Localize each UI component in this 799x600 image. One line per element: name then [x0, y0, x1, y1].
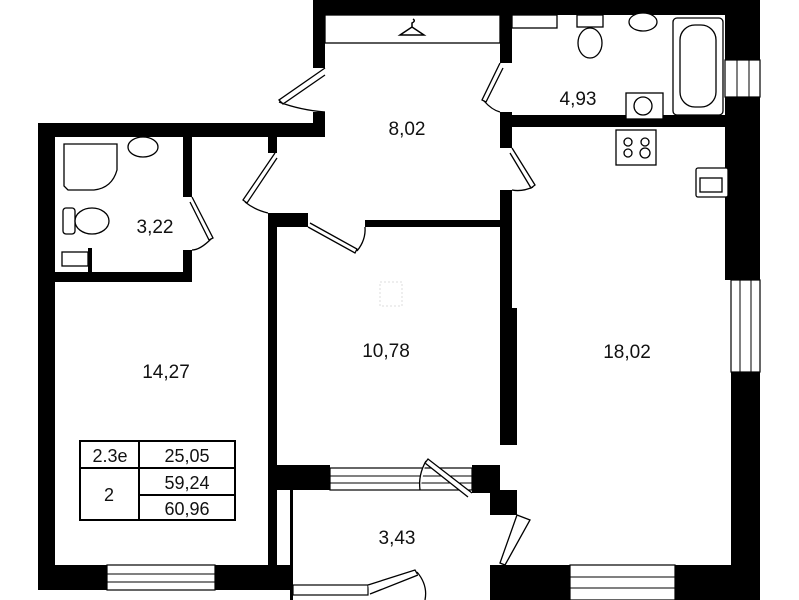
room-area-hall: 8,02: [389, 119, 426, 140]
info-table: 2.3е 25,05 2 59,24 60,96: [79, 440, 236, 521]
total-area-with-loggia: 60,96: [164, 499, 209, 519]
room-area-loggia: 3,43: [379, 528, 416, 549]
living-area: 25,05: [164, 446, 209, 466]
room-area-bedroom-left: 14,27: [142, 362, 190, 383]
doors: [189, 62, 536, 600]
fixtures: [61, 12, 729, 307]
apartment-type-code: 2.3е: [92, 446, 127, 466]
room-area-bathroom-small: 3,22: [137, 217, 174, 238]
room-area-bathroom-large: 4,93: [560, 89, 597, 110]
hanger-icon: [397, 18, 427, 36]
windows: [106, 59, 761, 600]
total-area: 59,24: [164, 473, 209, 493]
room-labels: 8,02 4,93 3,22 14,27 10,78 18,02 3,43: [137, 89, 651, 549]
room-area-bedroom-middle: 10,78: [362, 341, 410, 362]
room-area-kitchen-living: 18,02: [603, 342, 651, 363]
rooms-count: 2: [104, 485, 114, 505]
